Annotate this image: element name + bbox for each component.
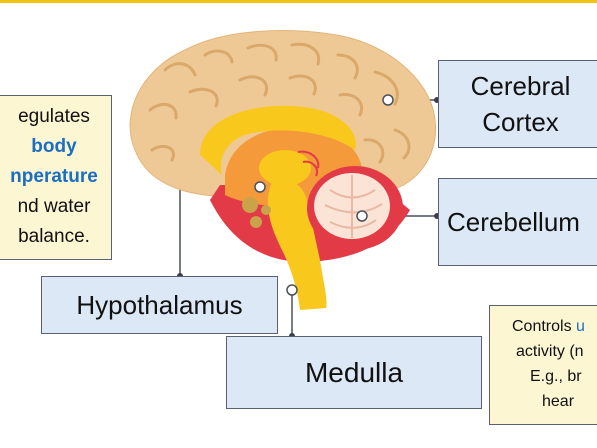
cortex-pointer-dot [382, 94, 394, 106]
note-line: nd water [17, 196, 91, 217]
note-highlight-line: body [31, 136, 77, 157]
note-text: Controls [512, 318, 577, 335]
hypothalamus-label-text: Hypothalamus [76, 289, 243, 320]
medulla-shape [267, 179, 327, 310]
top-accent-rule [0, 0, 597, 3]
medulla-pointer-dot [286, 284, 298, 296]
hypothalamus-pointer-dot [254, 181, 266, 193]
note-line: hear [542, 393, 575, 410]
hypothalamus-label: Hypothalamus [41, 276, 278, 334]
note-line: Controls u [512, 314, 597, 339]
cerebral-cortex-label: Cerebral Cortex [438, 60, 597, 148]
cerebellum-label: Cerebellum [438, 178, 597, 266]
cerebral-cortex-label-line: Cerebral [470, 71, 571, 101]
medulla-label-text: Medulla [304, 356, 404, 388]
cerebrum-folds [148, 42, 411, 164]
cerebral-cortex-label-line: Cortex [482, 107, 559, 137]
cerebellum-label-text: Cerebellum [447, 206, 580, 237]
hypothalamus-function-note: egulates body nperature nd water balance… [0, 95, 112, 260]
medulla-label: Medulla [226, 336, 482, 409]
corpus-callosum-shape [200, 105, 356, 175]
note-highlight-line: nperature [10, 166, 98, 187]
note-line: E.g., br [530, 368, 582, 385]
hypothalamus-bump [242, 197, 258, 213]
cerebellum-pointer-dot [356, 210, 368, 222]
thalamus-shape [259, 150, 311, 186]
pituitary-bump [250, 216, 262, 228]
note-line: activity (n [516, 343, 584, 360]
hypothalamus-bump-small [261, 205, 271, 215]
note-line: egulates [18, 106, 90, 127]
medulla-function-note: Controls u activity (n E.g., br hear [489, 305, 597, 425]
note-highlight-text: u [576, 318, 585, 335]
note-line: balance. [18, 226, 90, 247]
cerebellum-folia [324, 175, 383, 238]
